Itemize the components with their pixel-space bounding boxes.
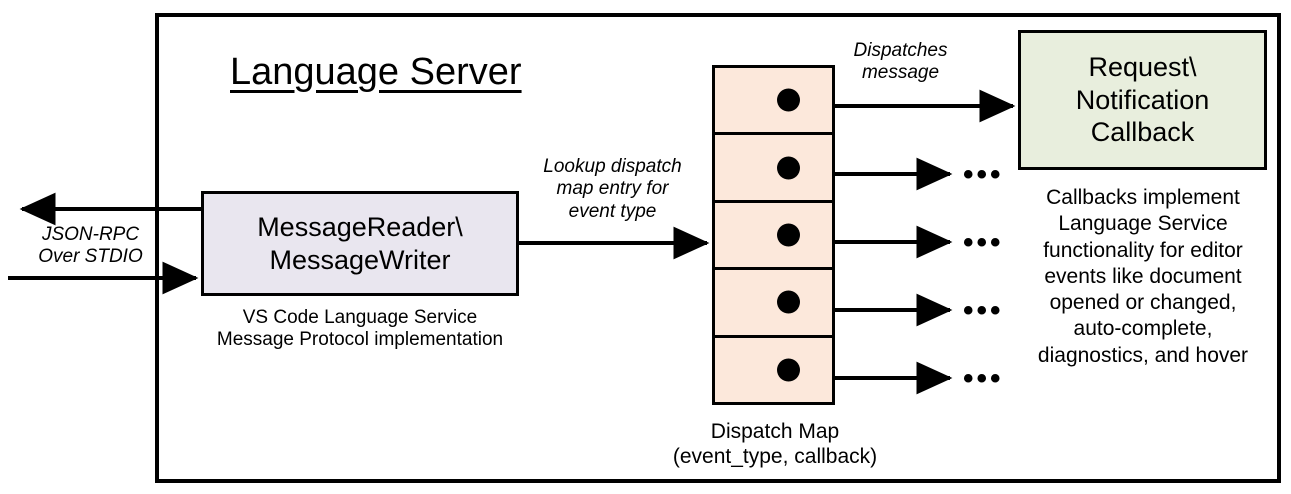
page-title: Language Server	[230, 51, 522, 93]
dispatch-map-table[interactable]	[712, 65, 835, 405]
dispatch-map-row[interactable]	[715, 203, 832, 271]
callback-box-label: Request\ Notification Callback	[1075, 52, 1210, 148]
dispatch-map-row[interactable]	[715, 338, 832, 402]
entry-dot-icon	[777, 290, 800, 314]
dispatch-map-row[interactable]	[715, 270, 832, 338]
jsonrpc-channel-label: JSON-RPC Over STDIO	[38, 224, 143, 268]
entry-dot-icon	[777, 223, 800, 247]
entry-dot-icon	[777, 358, 800, 382]
lookup-dispatch-label: Lookup dispatch map entry for event type	[543, 156, 682, 222]
dispatches-message-label: Dispatches message	[853, 40, 948, 84]
message-reader-writer-box[interactable]: MessageReader\ MessageWriter	[201, 191, 519, 296]
ellipsis-row-2: •••	[963, 158, 1004, 191]
request-notification-callback-box[interactable]: Request\ Notification Callback	[1018, 30, 1267, 170]
ellipsis-row-5: •••	[963, 362, 1004, 395]
callback-box-caption: Callbacks implement Language Service fun…	[1037, 186, 1249, 367]
dispatch-map-row[interactable]	[715, 135, 832, 203]
message-reader-writer-caption: VS Code Language Service Message Protoco…	[216, 307, 504, 351]
entry-dot-icon	[777, 88, 800, 112]
dispatch-map-row[interactable]	[715, 68, 832, 136]
language-server-boundary	[155, 13, 1281, 483]
ellipsis-row-4: •••	[963, 294, 1004, 327]
message-reader-writer-label: MessageReader\ MessageWriter	[257, 211, 463, 275]
entry-dot-icon	[777, 156, 800, 180]
dispatch-map-caption: Dispatch Map (event_type, callback)	[672, 420, 878, 468]
ellipsis-row-3: •••	[963, 226, 1004, 259]
